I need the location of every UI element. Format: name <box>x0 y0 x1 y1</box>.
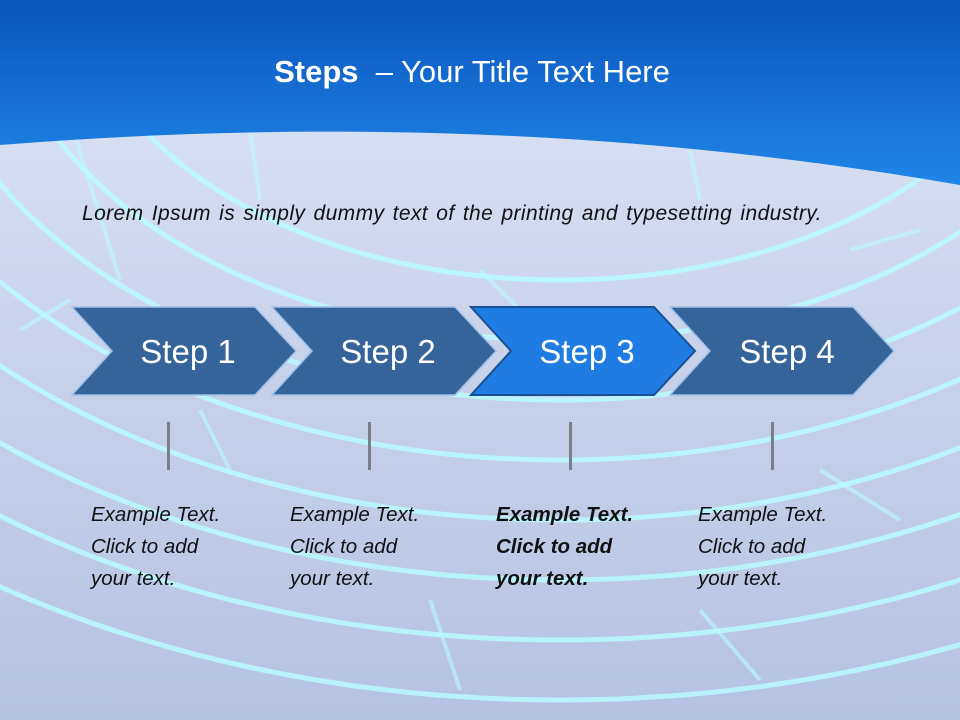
step-3-connector <box>569 422 572 470</box>
step-4-connector <box>771 422 774 470</box>
step-1-connector <box>167 422 170 470</box>
step-3-caption[interactable]: Example Text. Click to add your text. <box>496 503 634 590</box>
step-1-caption[interactable]: Example Text. Click to add your text. <box>91 503 221 590</box>
step-2-label: Step 2 <box>340 333 435 370</box>
intro-text: Lorem Ipsum is simply dummy text of the … <box>82 202 822 225</box>
step-3-chevron[interactable]: Step 3 <box>468 306 697 396</box>
step-4-label: Step 4 <box>739 333 834 370</box>
step-4-caption[interactable]: Example Text. Click to add your text. <box>698 503 828 590</box>
title-rest: – Your Title Text Here <box>375 54 670 89</box>
step-2-caption[interactable]: Example Text. Click to add your text. <box>290 503 420 590</box>
step-4-chevron[interactable]: Step 4 <box>668 306 896 396</box>
step-2-chevron[interactable]: Step 2 <box>270 306 498 396</box>
slide-title: Steps – Your Title Text Here <box>0 54 944 90</box>
step-3-label: Step 3 <box>539 333 634 370</box>
step-1-label: Step 1 <box>140 333 235 370</box>
title-bold: Steps <box>274 54 359 89</box>
step-1-chevron[interactable]: Step 1 <box>70 306 298 396</box>
step-2-connector <box>368 422 371 470</box>
